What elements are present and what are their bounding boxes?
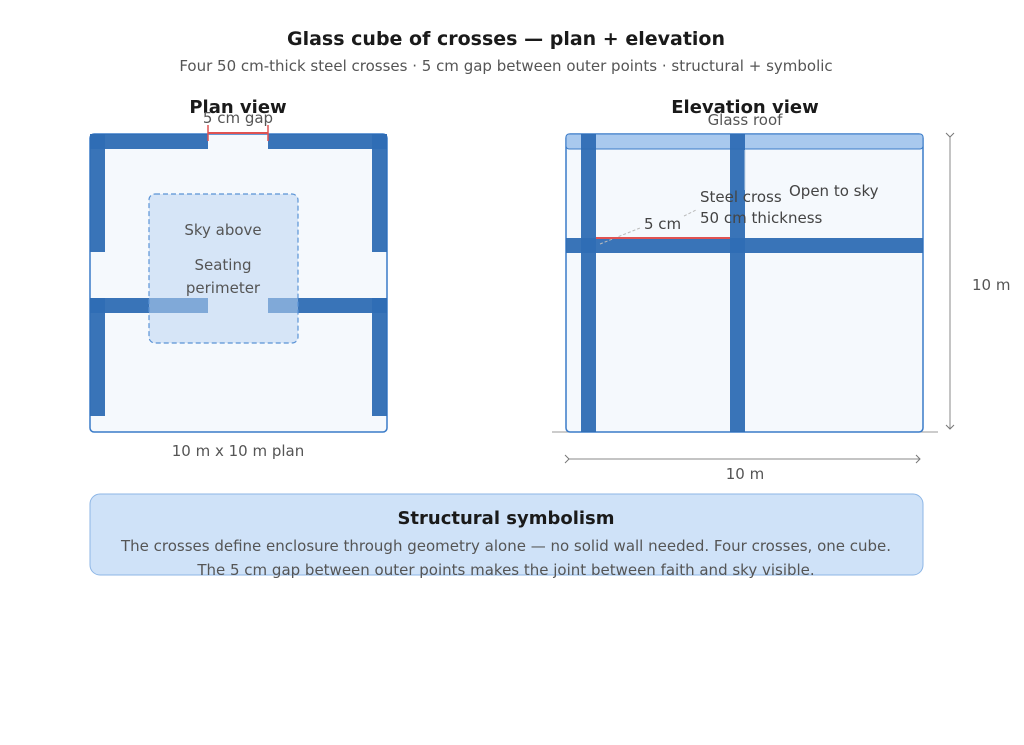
plan-cross-right-upper bbox=[372, 134, 387, 252]
plan-cross-right-lower bbox=[372, 298, 387, 416]
symbolism-title: Structural symbolism bbox=[397, 508, 614, 529]
elevation-width-label: 10 m bbox=[726, 465, 764, 483]
elevation-height-label: 10 m bbox=[972, 276, 1010, 294]
plan-footer-label: 10 m x 10 m plan bbox=[172, 442, 305, 460]
elevation-roof-label: Glass roof bbox=[708, 111, 784, 129]
symbolism-box: Structural symbolism The crosses define … bbox=[89, 493, 924, 579]
diagram-title: Glass cube of crosses — plan + elevation bbox=[287, 28, 725, 50]
plan-cross-left-lower bbox=[90, 298, 105, 416]
elevation-sky-label: Open to sky bbox=[789, 182, 879, 200]
elevation-gap-label: 5 cm bbox=[644, 215, 681, 233]
elevation-cross-label-line2: 50 cm thickness bbox=[700, 209, 823, 227]
symbolism-line2: The 5 cm gap between outer points makes … bbox=[196, 561, 814, 579]
elevation-view: Elevation view Glass roof Steel cross 50… bbox=[552, 97, 1010, 483]
symbolism-box-background bbox=[89, 493, 924, 576]
elevation-cross-post-left bbox=[581, 134, 596, 432]
plan-gap-label: 5 cm gap bbox=[203, 109, 273, 127]
plan-seating-perimeter bbox=[148, 193, 299, 344]
elevation-cross-beam bbox=[566, 238, 923, 253]
plan-sky-label: Sky above bbox=[184, 221, 261, 239]
elevation-gap-leader-right bbox=[683, 209, 697, 217]
plan-cross-top-left bbox=[90, 134, 208, 149]
elevation-cross-post-center bbox=[730, 134, 745, 432]
plan-cross-left-upper bbox=[90, 134, 105, 252]
plan-cross-top-right bbox=[268, 134, 387, 149]
elevation-cross-label-line1: Steel cross bbox=[700, 188, 782, 206]
symbolism-line1: The crosses define enclosure through geo… bbox=[120, 537, 891, 555]
plan-seating-label-line1: Seating bbox=[194, 256, 251, 274]
elevation-gap-leader bbox=[599, 227, 641, 245]
plan-seating-label-line2: perimeter bbox=[186, 279, 261, 297]
plan-view-heading: Plan view bbox=[189, 97, 286, 118]
elevation-view-heading: Elevation view bbox=[671, 97, 819, 118]
diagram-subtitle: Four 50 cm-thick steel crosses · 5 cm ga… bbox=[179, 57, 832, 75]
plan-view: Plan view Sky above Seating perimeter 5 … bbox=[89, 97, 388, 460]
